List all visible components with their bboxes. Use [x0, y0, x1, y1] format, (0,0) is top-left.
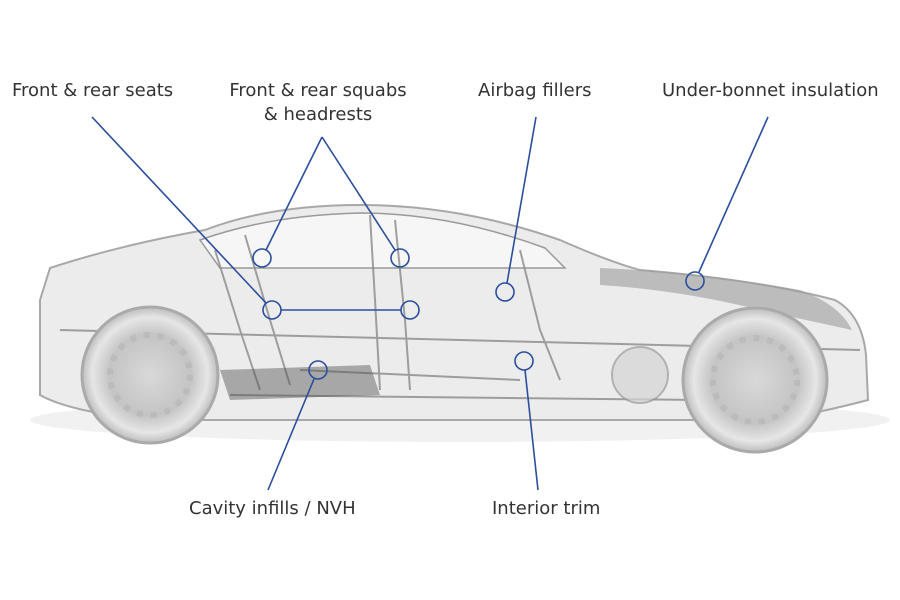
callout-line-trim	[524, 369, 539, 491]
rear-wheel-spokes	[107, 332, 193, 418]
car-bonnet	[600, 268, 852, 330]
callout-line-cavity	[267, 378, 315, 491]
label-cavity-infills: Cavity infills / NVH	[189, 498, 356, 519]
callout-line-airbag	[506, 116, 537, 284]
label-airbag-fillers: Airbag fillers	[478, 80, 592, 101]
marker-trim	[514, 351, 534, 371]
label-interior-trim: Interior trim	[492, 498, 601, 519]
callout-line-bonnet	[698, 116, 769, 273]
callout-line-seats	[91, 116, 267, 304]
marker-squab-rear	[252, 248, 272, 268]
inner-wheel	[611, 346, 669, 404]
label-squabs-line2: & headrests	[263, 104, 373, 125]
label-squabs-line1: Front & rear squabs	[229, 80, 407, 101]
front-wheel-spokes	[710, 335, 800, 425]
marker-seat-front	[400, 300, 420, 320]
rear-wheel	[80, 305, 220, 445]
marker-airbag	[495, 282, 515, 302]
label-front-rear-seats: Front & rear seats	[12, 80, 174, 101]
car-sill	[220, 365, 380, 400]
label-under-bonnet: Under-bonnet insulation	[662, 80, 879, 101]
car-windows	[198, 212, 567, 269]
callout-line-squabs-rear	[265, 136, 323, 251]
front-wheel	[681, 306, 829, 454]
marker-squab-front	[390, 248, 410, 268]
marker-seat-rear	[262, 300, 282, 320]
label-squabs-headrests: Front & rear squabs & headrests	[218, 79, 418, 127]
marker-cavity	[308, 360, 328, 380]
marker-bonnet	[685, 271, 705, 291]
callout-line-squabs-front	[321, 136, 396, 251]
